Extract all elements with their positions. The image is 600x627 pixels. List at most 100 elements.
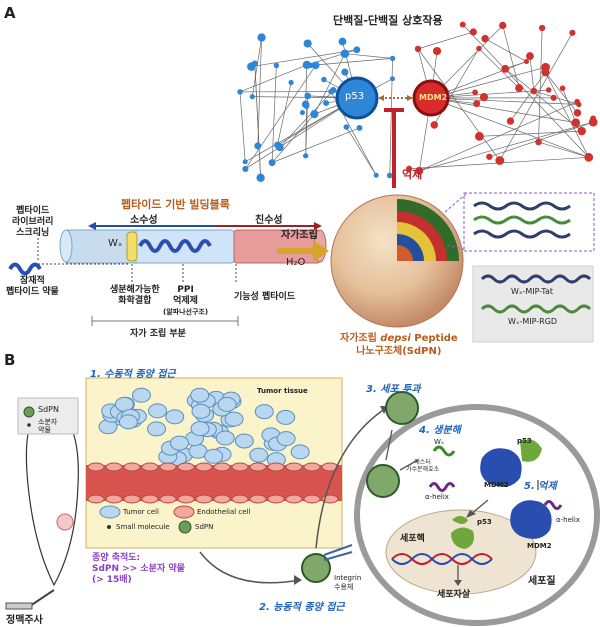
functional-peptide-label: 기능성 펩타이드 (234, 292, 296, 302)
network-node (545, 87, 552, 93)
tumor-accumulation-note: 종양 축적도:SdPN >> 소분자 약물(> 15배) (92, 553, 185, 585)
sdpn-legend: SdPN (195, 523, 214, 531)
blood-vessel (86, 465, 342, 501)
network-node (343, 124, 350, 130)
mouse-outline (25, 414, 79, 587)
peptide-drug-helix (8, 262, 42, 276)
endothelial-cell (213, 462, 231, 472)
network-node (573, 109, 582, 117)
endothelial-cell (87, 462, 105, 472)
tumor-cell (215, 430, 235, 446)
tumor-cell (234, 433, 254, 449)
network-node (302, 60, 312, 70)
panel-b-label: B (4, 351, 16, 369)
network-node (353, 46, 361, 54)
self-assembly-label: 자가조립 (281, 230, 318, 241)
network-node (268, 159, 276, 167)
endothelial-cell (159, 462, 177, 472)
cell-nucleus (385, 509, 537, 595)
network-node (257, 33, 266, 42)
network-node (330, 87, 337, 94)
network-node (577, 126, 586, 136)
network-node (249, 94, 255, 100)
network-node (459, 21, 466, 28)
hydrophilic-label: 친수성 (255, 215, 283, 226)
network-node (530, 87, 538, 95)
tumor-cell (118, 414, 138, 430)
network-node (389, 55, 396, 62)
step1-label: 1. 수동적 종양 접근 (90, 369, 176, 380)
network-node (303, 39, 312, 48)
network-node (301, 100, 310, 109)
nanostructure-title: 자가조립 depsi Peptide 나노구조체(SdPN) (340, 333, 458, 357)
endothelial-cell (303, 494, 321, 504)
network-node (237, 89, 243, 95)
network-node (506, 117, 515, 125)
network-node (526, 52, 534, 61)
endothelial-cell (267, 462, 285, 472)
inhibition-label: 억제 (402, 168, 423, 181)
network-node (499, 21, 507, 30)
endothelial-cell (177, 462, 195, 472)
tumor-cell (204, 448, 224, 464)
endothelial-cell (231, 462, 249, 472)
network-node (242, 159, 248, 165)
network-node (303, 153, 309, 159)
network-node (373, 172, 379, 178)
endothelial-cell (249, 462, 267, 472)
network-node (584, 152, 594, 162)
step3-label: 3. 세포 투과 (366, 384, 421, 395)
endothelial-cell (285, 462, 303, 472)
cytoplasm-label: 세포질 (528, 576, 556, 587)
endothelial-cell (105, 462, 123, 472)
network-node (310, 110, 319, 119)
sdpn-particle-degrading (366, 464, 400, 498)
mdm2-shape-top (480, 448, 522, 487)
network-node (273, 62, 280, 69)
endothelial-cell (303, 462, 321, 472)
building-block-title: 펩타이드 기반 빌딩블록 (121, 198, 230, 211)
ppi-title: 단백질-단백질 상호작용 (333, 14, 443, 27)
alpha-helix-label-2: α-helix (556, 516, 580, 524)
network-node (340, 49, 350, 58)
p53-label-b: p53 (517, 437, 532, 445)
network-node (304, 92, 312, 100)
network-node (495, 156, 505, 165)
network-node (588, 117, 598, 127)
tumor-cell (224, 411, 244, 427)
p53-nucleus (451, 527, 474, 549)
panel-a-label: A (4, 4, 16, 22)
tumor-cell (191, 403, 211, 419)
network-node (469, 28, 477, 36)
hydrophobic-label: 소수성 (130, 215, 158, 226)
p53-label: p53 (345, 91, 365, 102)
step4-label: 4. 생분해 (419, 425, 461, 436)
network-node (356, 124, 363, 131)
wx-tat-label: Wₓ-MIP-Tat (511, 287, 554, 296)
tumor-cell (217, 396, 237, 412)
endothelial-cell (141, 462, 159, 472)
network-node (569, 29, 576, 36)
network-node (430, 121, 439, 129)
tumor-cell (249, 447, 269, 463)
apoptosis-label: 세포자살 (437, 590, 471, 600)
mdm2-label-b: MDM2 (484, 481, 509, 489)
p53-shape-top (520, 439, 542, 462)
endothelial-cell (195, 494, 213, 504)
network-node (389, 76, 395, 82)
network-node (415, 166, 424, 175)
endothelial-cell (177, 494, 195, 504)
network-node (541, 62, 551, 72)
tumor-cell (290, 444, 310, 460)
endothelial-cell (285, 494, 303, 504)
network-node (576, 101, 582, 108)
mdm2-shape-bottom (510, 500, 552, 539)
network-node (251, 60, 258, 67)
network-node (476, 45, 482, 52)
tumor-cell-legend: Tumor cell (123, 508, 159, 516)
network-node (539, 24, 546, 32)
network-node (338, 37, 347, 46)
